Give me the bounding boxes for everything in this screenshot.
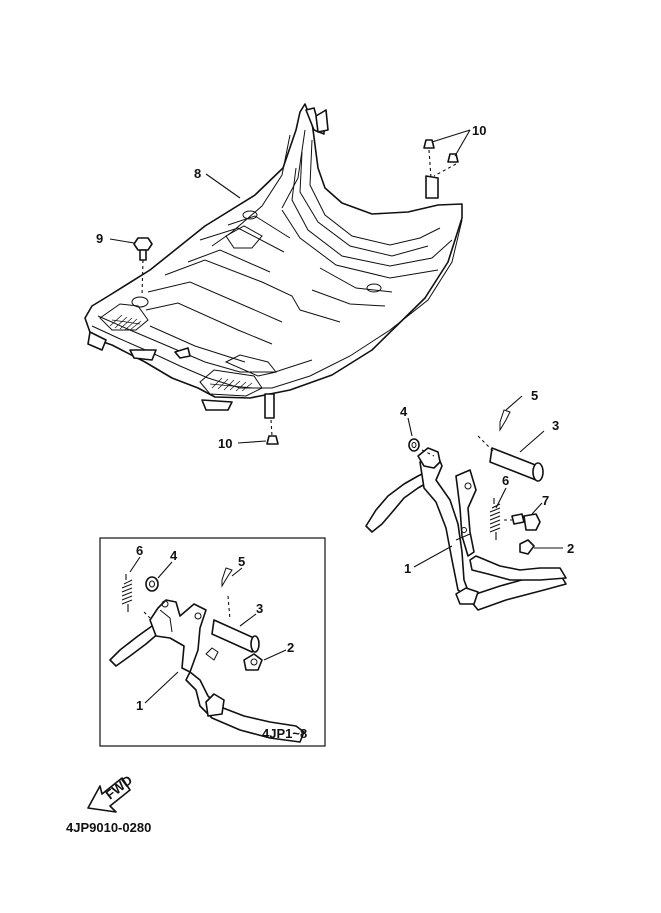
inset-callout-5: 5 bbox=[238, 554, 245, 569]
inset-callout-3: 3 bbox=[256, 601, 263, 616]
stand-washer bbox=[408, 438, 420, 452]
stand-rubber-stopper bbox=[519, 539, 535, 555]
inset-washer bbox=[145, 576, 159, 592]
inset-stand-assembly bbox=[109, 599, 305, 743]
callout-5: 5 bbox=[531, 388, 538, 403]
callout-4: 4 bbox=[400, 404, 408, 419]
footboard-mat-right bbox=[209, 377, 255, 392]
inset-cotter-pin bbox=[221, 567, 233, 588]
inset-callout-2: 2 bbox=[287, 640, 294, 655]
inset-callout-6: 6 bbox=[136, 543, 143, 558]
callout-3: 3 bbox=[552, 418, 559, 433]
clip-nut-upper-a bbox=[423, 139, 435, 149]
callout-6: 6 bbox=[502, 473, 509, 488]
drawing-number: 4JP9010-0280 bbox=[66, 820, 151, 835]
callout-labels-inset: 6 4 5 3 2 1 4JP1~8 bbox=[136, 543, 307, 741]
inset-rubber-stopper bbox=[243, 653, 263, 671]
inset-callout-1: 1 bbox=[136, 698, 143, 713]
footboard-panel bbox=[84, 103, 463, 419]
callout-10-upper: 10 bbox=[472, 123, 486, 138]
callout-8: 8 bbox=[194, 166, 201, 181]
inset-spring bbox=[121, 574, 133, 612]
clip-nut-lower bbox=[266, 435, 279, 445]
clip-nut-upper-b bbox=[447, 153, 459, 163]
callout-2: 2 bbox=[567, 541, 574, 556]
inset-shaft bbox=[211, 619, 260, 653]
inset-model-label: 4JP1~8 bbox=[262, 726, 307, 741]
footboard-bolt bbox=[133, 237, 153, 297]
stand-spring bbox=[489, 498, 501, 540]
stand-stopper-bolt bbox=[511, 513, 541, 531]
stand-shaft bbox=[489, 447, 544, 482]
stand-cotter-pin bbox=[499, 409, 511, 432]
footboard-mat-left bbox=[109, 314, 142, 331]
forward-direction-arrow: FWD bbox=[87, 772, 135, 813]
inset-callout-4: 4 bbox=[170, 548, 178, 563]
main-stand-assembly bbox=[365, 447, 567, 611]
callout-9: 9 bbox=[96, 231, 103, 246]
leader-lines bbox=[109, 129, 563, 704]
callout-labels-main: 8 9 10 10 4 5 3 6 7 2 1 bbox=[96, 123, 574, 576]
inset-frame bbox=[99, 537, 326, 747]
callout-7: 7 bbox=[542, 493, 549, 508]
callout-10-lower: 10 bbox=[218, 436, 232, 451]
callout-1: 1 bbox=[404, 561, 411, 576]
